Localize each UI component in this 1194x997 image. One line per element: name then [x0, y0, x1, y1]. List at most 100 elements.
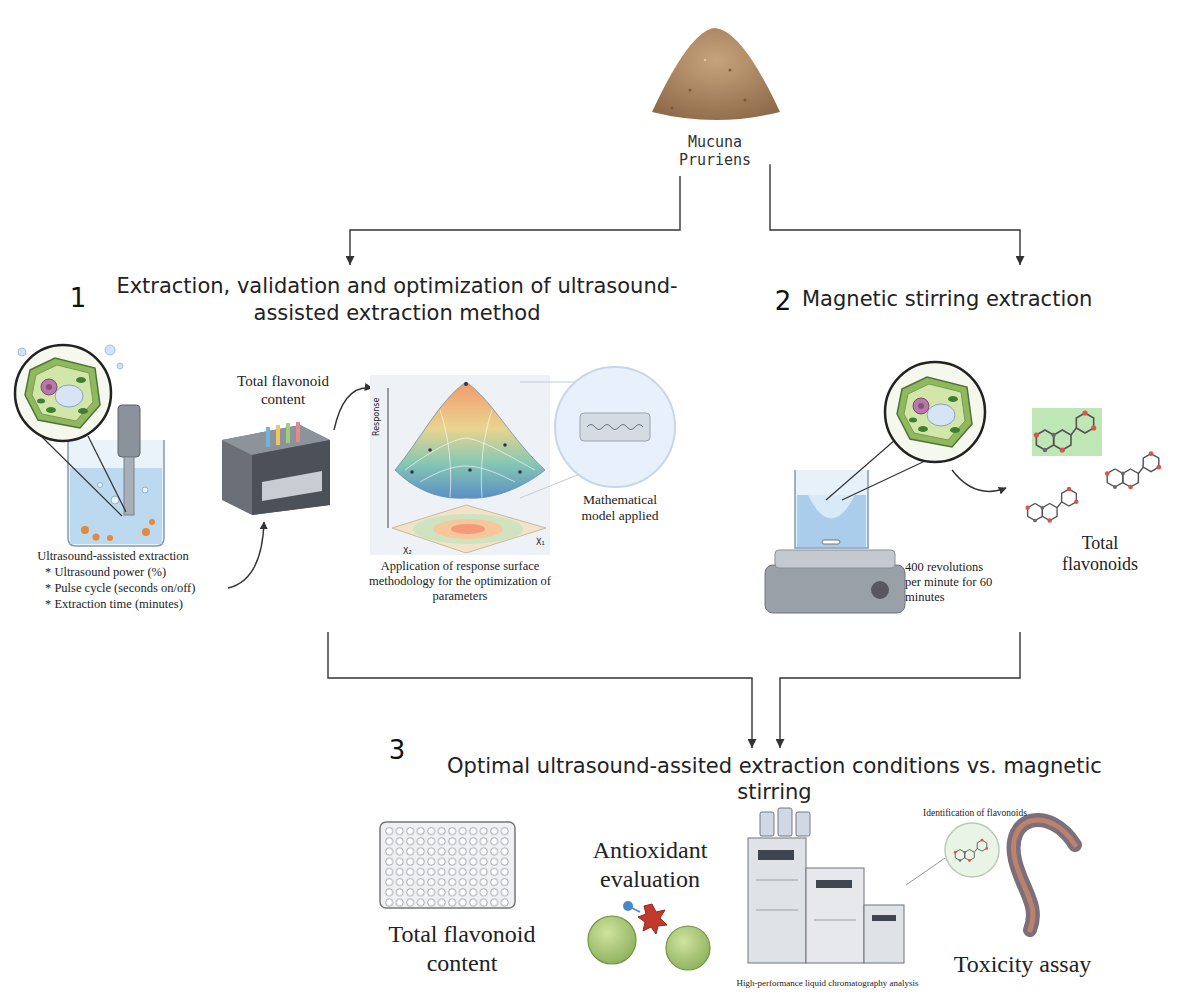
plate-reader: [286, 423, 290, 443]
instrument-label: High-performance liquid chromatography a…: [720, 978, 935, 989]
powder-pile: [652, 28, 780, 120]
parameter-item: * Ultrasound power (%): [45, 565, 220, 580]
flow-connector: [328, 632, 752, 748]
ultrasound-beaker: [117, 363, 123, 369]
source-circle: Mucuna Pruriens: [625, 3, 805, 183]
response-surface-plot: [481, 410, 492, 497]
powder-pile: [671, 107, 674, 110]
magnifier-formula: [555, 367, 675, 487]
ultrasound-beaker: [118, 405, 140, 457]
flavonoid-molecules: [1034, 410, 1097, 452]
microplate: [384, 826, 511, 908]
flow-connector: [770, 164, 1020, 265]
leader-line: [520, 472, 585, 498]
axis-label: Response: [372, 387, 382, 447]
response-surface-plot: [433, 519, 503, 539]
flavonoid-molecules: [1025, 487, 1078, 523]
hplc-instrument: [756, 910, 798, 911]
response-surface-plot: [428, 448, 432, 452]
figure-caption: Application of response surface methodol…: [365, 559, 555, 604]
antioxidant-cells: [623, 901, 633, 911]
method-caption: Ultrasound-assisted extraction: [18, 549, 208, 564]
magnifier-formula: [555, 367, 675, 487]
response-surface-plot: [468, 468, 472, 472]
response-surface-plot: [413, 514, 523, 544]
response-surface-plot: [388, 388, 389, 528]
magnifier-cell: [15, 345, 111, 441]
hplc-instrument: [760, 812, 774, 836]
flow-arrow: [334, 388, 372, 430]
parameter-item: * Pulse cycle (seconds on/off): [45, 581, 225, 596]
ultrasound-beaker: [124, 457, 134, 515]
hplc-instrument: [814, 920, 856, 921]
step-number-outline: [377, 730, 417, 770]
flavonoid-molecules: [1025, 408, 1161, 523]
step-number-text: 3: [376, 729, 418, 771]
nematode-worm: [1014, 820, 1075, 930]
response-surface-plot: [370, 375, 550, 555]
hplc-instrument: [778, 808, 792, 836]
magnetic-stirrer: [871, 581, 889, 599]
leader-line: [842, 461, 925, 500]
source-name: Mucuna Pruriens: [660, 133, 770, 169]
step-number-outline: [763, 281, 803, 321]
ultrasound-beaker: [142, 528, 150, 536]
magnifier-molecule: [954, 839, 988, 862]
step-number: 1: [57, 277, 99, 319]
antioxidant-cells: [588, 901, 710, 970]
assay-label: Toxicity assay: [930, 950, 1115, 979]
magnetic-stirrer: [775, 550, 895, 568]
axis-label: X₂: [403, 547, 419, 557]
ultrasound-beaker: [18, 345, 164, 546]
hplc-instrument: [872, 915, 896, 921]
step-number-outline: [58, 278, 98, 318]
powder-pile: [744, 99, 747, 102]
flow-connector: [350, 176, 680, 265]
magnifier-cell: [897, 377, 972, 447]
hplc-instrument: [748, 808, 904, 963]
response-surface-plot: [395, 382, 545, 498]
panel-heading: Magnetic stirring extraction: [802, 286, 1187, 313]
nematode-worm: [1014, 820, 1075, 930]
plate-reader: [296, 422, 300, 442]
magnetic-stirrer: [808, 495, 855, 519]
step-number-text: 1: [57, 277, 99, 319]
leader-line: [906, 858, 945, 885]
flow-connector: [780, 632, 1020, 748]
magnifier-cell: [885, 362, 985, 462]
axis-label: X₁: [536, 538, 550, 548]
response-surface-plot: [518, 470, 522, 474]
stage-panel-outline: [13, 266, 697, 632]
ultrasound-beaker: [98, 483, 103, 488]
ultrasound-beaker: [142, 487, 148, 493]
flavonoid-molecules: [1105, 451, 1161, 489]
antioxidant-cells: [666, 926, 710, 970]
leader-line: [42, 436, 126, 516]
ultrasound-beaker: [81, 526, 89, 534]
parameter-item: * Extraction time (minutes): [45, 597, 220, 612]
microplate: [380, 822, 515, 908]
result-circle: Total flavonoids: [998, 373, 1193, 628]
antioxidant-cells: [588, 916, 636, 964]
magnifier-molecule: [945, 823, 999, 877]
flow-arrow: [952, 470, 1006, 491]
plate-reader: [252, 440, 330, 515]
ultrasound-beaker: [93, 534, 100, 541]
powder-pile: [729, 69, 732, 72]
magnifier-cell: [885, 362, 985, 462]
magnetic-stirrer: [795, 470, 868, 548]
step-number-text: 2: [762, 280, 804, 322]
response-surface-plot: [370, 375, 550, 555]
hplc-instrument: [756, 880, 798, 881]
result-circle-outline: [999, 374, 1192, 627]
flow-arrow: [952, 470, 1006, 491]
response-surface-plot: [405, 438, 535, 470]
stage-panel-outline: [366, 749, 1130, 997]
hplc-instrument: [748, 838, 806, 963]
hplc-instrument: [816, 880, 852, 888]
callout-label: Identification of flavonoids: [905, 808, 1045, 819]
flavonoid-molecules: [1032, 408, 1102, 456]
magnetic-stirrer: [797, 495, 866, 547]
step-number: 3: [376, 729, 418, 771]
